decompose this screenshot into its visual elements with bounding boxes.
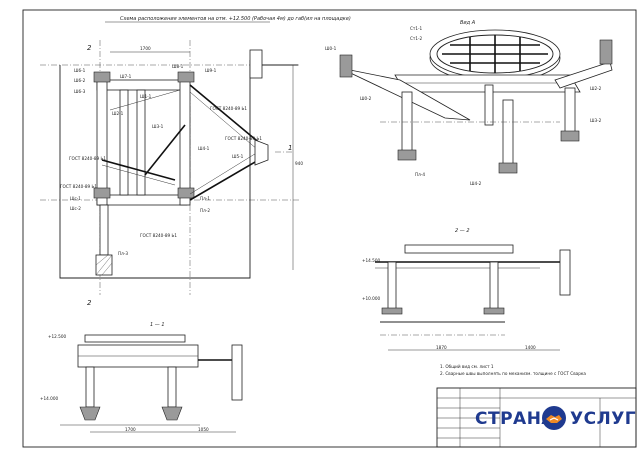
dim-top: 1700 — [140, 46, 151, 51]
part-label: Ш9-1 — [205, 68, 217, 73]
part-label: Ш1-1 — [140, 94, 152, 99]
profile-callout-3: ГОСТ 8240-89 Ь1 — [210, 106, 247, 111]
part-label: Ш8-1 — [172, 64, 184, 69]
brand-word-right: УСЛУГ — [570, 409, 637, 429]
part-label: Ш0-1 — [325, 46, 337, 51]
part-label: Ш6-3 — [74, 89, 86, 94]
part-label: Ш2-1 — [112, 111, 124, 116]
top-beam — [96, 79, 188, 91]
elevation-mark: +14.500 — [362, 258, 380, 263]
title-note: Схема расположения элементов на отм. +12… — [120, 16, 351, 22]
profile-callout-4: ГОСТ 8240-89 Ь1 — [225, 136, 262, 141]
note-2: 2. Сварные швы выполнять по механизм. то… — [440, 371, 586, 376]
section-1-1: 1 — 1 1700 1050 +12.500 +14.000 — [40, 322, 243, 433]
section-marker-2-bottom: 2 — [87, 299, 92, 307]
section-1-label: 1 — 1 — [150, 322, 165, 328]
part-label: Ш3-1 — [152, 124, 164, 129]
part-label: Ш4-1 — [198, 146, 210, 151]
dim-section1: 1700 — [125, 427, 136, 432]
elevation-mark: +12.500 — [48, 334, 66, 339]
part-label: Ш4-2 — [470, 181, 482, 186]
note-1: 1. Общий вид см. лист 1 — [440, 364, 494, 369]
section-marker-1-right: 1 — [288, 144, 292, 152]
part-label: Ш7-1 — [120, 74, 132, 79]
part-label: Шс-2 — [70, 206, 81, 211]
part-label: Шс-1 — [70, 196, 81, 201]
part-label: Ш6-2 — [74, 78, 86, 83]
isometric-view: Вид А — [325, 20, 613, 186]
brand-word-left: СТРАНА — [475, 409, 556, 429]
section-marker-2-top: 2 — [87, 44, 92, 52]
plan-view: Схема расположения элементов на отм. +12… — [40, 16, 351, 307]
part-label: Пл-1 — [200, 196, 210, 201]
dim-section1-right: 1050 — [198, 427, 209, 432]
part-label: Ш3-2 — [590, 118, 602, 123]
elevation-mark: +14.000 — [40, 396, 58, 401]
part-label: Пл-3 — [118, 251, 128, 256]
title-block — [436, 387, 637, 448]
part-label: Ст1-2 — [410, 36, 423, 41]
elevation-mark: +10.000 — [362, 296, 380, 301]
section-2-2: 2 — 2 1870 1400 +14.500 +10.000 1. Общий… — [362, 228, 586, 376]
section-2-label: 2 — 2 — [455, 228, 470, 234]
part-label: Пл-4 — [415, 172, 425, 177]
sheet-frame — [22, 9, 637, 448]
part-label: Ш6-1 — [74, 68, 86, 73]
part-label: Ш2-2 — [590, 86, 602, 91]
bottom-beam — [96, 194, 188, 206]
profile-callout-5: ГОСТ 8240-89 Ь1 — [140, 233, 177, 238]
view-label: Вид А — [460, 20, 476, 26]
dim-section2: 1870 — [436, 345, 447, 350]
part-label: Ш5-1 — [232, 154, 244, 159]
dim-right: 940 — [295, 161, 303, 166]
handshake-icon — [542, 406, 566, 430]
profile-callout-2: ГОСТ 8240-89 Ь1 — [60, 184, 97, 189]
profile-callout-1: ГОСТ 8240-89 Ь1 — [69, 156, 106, 161]
dim-section2-right: 1400 — [525, 345, 536, 350]
part-label: Пл-2 — [200, 208, 210, 213]
part-label: Ст1-1 — [410, 26, 423, 31]
part-label: Ш0-2 — [360, 96, 372, 101]
